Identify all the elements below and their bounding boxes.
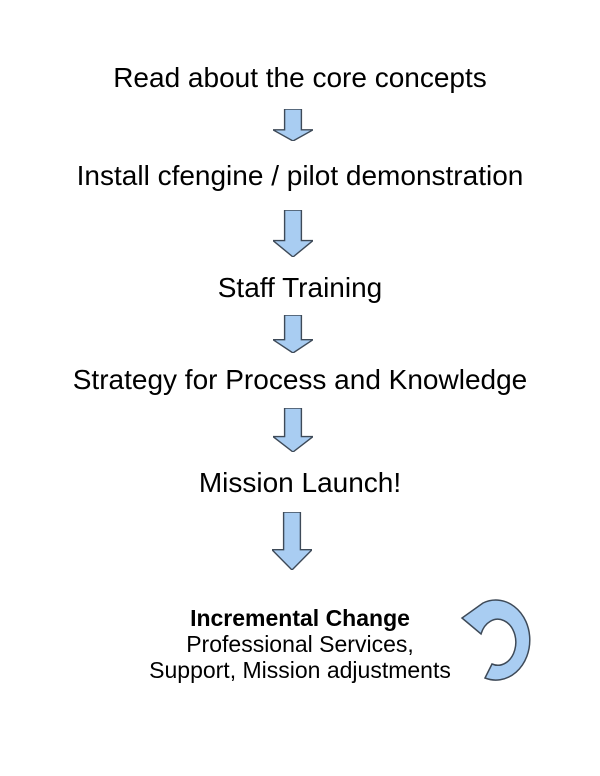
down-arrow-icon [273, 109, 313, 141]
down-arrow-icon [273, 210, 313, 257]
step-label-install-cfengine: Install cfengine / pilot demonstration [76, 160, 524, 191]
final-step-title: Incremental Change [190, 605, 410, 631]
step-label-strategy: Strategy for Process and Knowledge [72, 364, 528, 395]
final-step-block: Incremental Change Professional Services… [0, 605, 600, 683]
down-arrow-icon [273, 408, 313, 452]
step-label-staff-training: Staff Training [217, 272, 383, 303]
down-arrow-icon [272, 512, 312, 570]
final-step-line3: Support, Mission adjustments [149, 657, 451, 683]
step-label-read-core-concepts: Read about the core concepts [113, 62, 487, 93]
loop-arrow-icon [460, 599, 531, 681]
step-label-mission-launch: Mission Launch! [198, 467, 402, 498]
down-arrow-icon [273, 315, 313, 353]
final-step-line2: Professional Services, [186, 631, 414, 657]
